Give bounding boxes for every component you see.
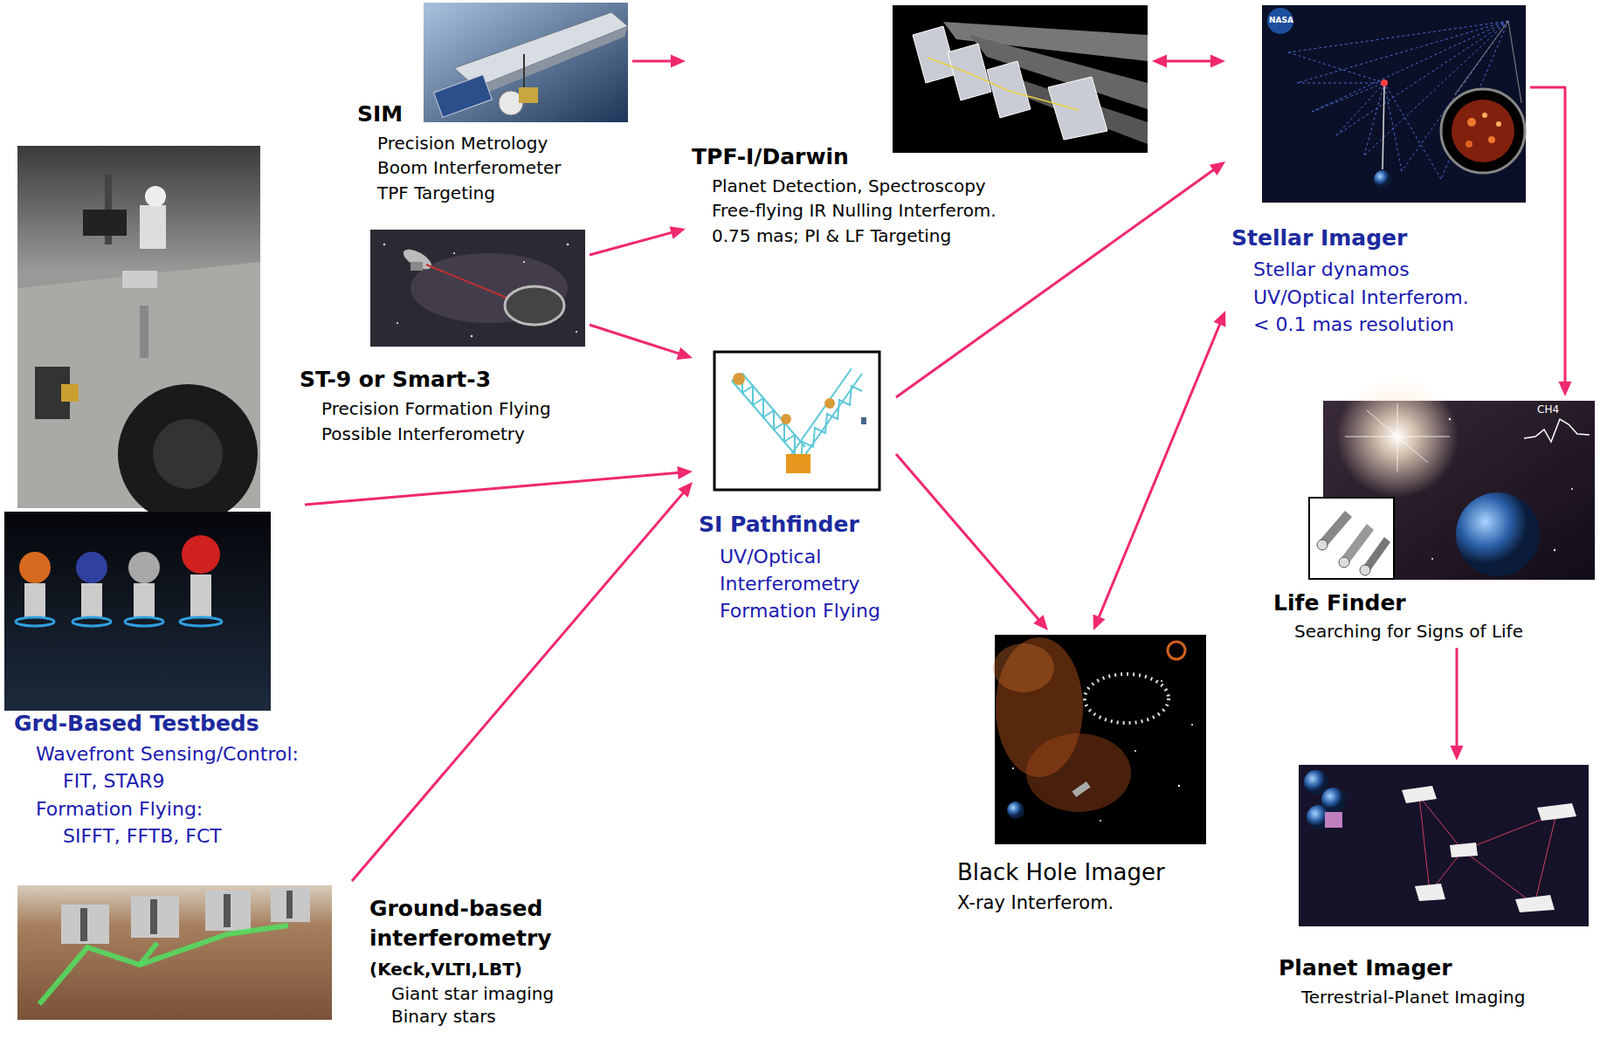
arrow-head xyxy=(676,347,693,360)
arrow-head xyxy=(1558,381,1573,397)
node-caption: FIT, STAR9 xyxy=(62,770,166,794)
node-caption: 0.75 mas; PI & LF Targeting xyxy=(711,225,952,247)
sim-picture xyxy=(423,2,628,123)
node-caption: Stellar dynamos xyxy=(1253,258,1410,282)
ground-interferometer-photo xyxy=(17,885,332,1021)
arrow-head xyxy=(1210,55,1226,69)
node-caption: Formation Flying xyxy=(719,597,881,625)
connector-arrow xyxy=(896,454,1049,631)
node-title: ST-9 or Smart-3 xyxy=(299,366,491,394)
node-title: Life Finder xyxy=(1273,590,1407,617)
picture-label: CH4 xyxy=(1537,404,1559,416)
connector-line xyxy=(589,231,677,256)
node-caption: UV/Optical Interferometry xyxy=(719,543,890,598)
node-title: SIM xyxy=(357,101,403,128)
node-title: Grd-Based Testbeds xyxy=(13,710,260,738)
testbed-lab-photo xyxy=(17,145,261,525)
arrow-head xyxy=(1093,613,1106,631)
mission-node: TPF-I/DarwinPlanet Detection, Spectrosco… xyxy=(689,5,1148,249)
connector-line xyxy=(351,489,688,882)
mission-node: Ground-based interferometry (Keck,VLTI,LB… xyxy=(17,885,599,1029)
mission-node: Life FinderSearching for Signs of Life xyxy=(1271,400,1595,644)
stellar-imager-picture xyxy=(1262,5,1526,203)
connector-line xyxy=(632,60,677,63)
node-caption: Planet Detection, Spectroscopy xyxy=(711,175,987,197)
picture-label: NASA xyxy=(1268,16,1294,26)
node-caption: Terrestrial-Planet Imaging xyxy=(1301,986,1525,1008)
black-hole-picture xyxy=(993,634,1207,845)
st9-picture xyxy=(370,229,586,347)
planet-imager-picture xyxy=(1298,765,1589,927)
node-title: TPF-I/Darwin xyxy=(691,144,849,171)
node-caption: Possible Interferometry xyxy=(321,423,525,445)
connector-arrow xyxy=(1093,310,1227,631)
connector-arrow xyxy=(589,324,693,360)
node-caption: Boom Interferometer xyxy=(377,157,562,179)
connector-line xyxy=(304,472,684,505)
arrow-head xyxy=(670,55,686,69)
connector-arrow xyxy=(589,226,686,256)
node-title: Stellar Imager xyxy=(1231,225,1407,252)
connector-arrow xyxy=(1151,55,1226,69)
node-caption: SIFFT, FFTB, FCT xyxy=(62,825,222,849)
connector-line xyxy=(1530,87,1566,388)
testbed-robots-photo xyxy=(4,511,271,711)
node-caption: < 0.1 mas resolution xyxy=(1253,313,1455,337)
mission-node: ST-9 or Smart-3Precision Formation Flyin… xyxy=(297,229,586,447)
connector-line xyxy=(589,324,684,356)
arrow-head xyxy=(1450,745,1464,761)
connector-line xyxy=(1455,648,1459,752)
connector-line xyxy=(1096,318,1222,623)
tpf-picture xyxy=(892,5,1148,153)
node-caption: Binary stars xyxy=(391,1006,497,1028)
connector-arrow xyxy=(632,55,686,69)
node-title: Ground-based interferometry xyxy=(369,894,597,954)
mission-node: Stellar ImagerStellar dynamosUV/Optical … xyxy=(1229,5,1526,338)
life-finder-picture xyxy=(1309,375,1595,580)
node-caption: Formation Flying: xyxy=(35,798,203,821)
arrow-head xyxy=(676,466,693,480)
mission-node: Grd-Based TestbedsWavefront Sensing/Cont… xyxy=(4,145,301,850)
arrow-head xyxy=(1209,161,1226,176)
arrow-head xyxy=(669,226,686,239)
node-title: Black Hole Imager xyxy=(957,859,1166,887)
node-caption: (Keck,VLTI,LBT) xyxy=(369,958,523,980)
node-caption: TPF Targeting xyxy=(377,182,496,204)
connector-arrow xyxy=(1450,648,1464,761)
node-caption: Giant star imaging xyxy=(391,983,554,1005)
node-caption: Precision Metrology xyxy=(377,132,548,154)
connector-arrow xyxy=(1530,87,1573,397)
mission-node: SI PathfinderUV/Optical InterferometryFo… xyxy=(696,351,892,654)
node-title: SI Pathfinder xyxy=(698,511,860,538)
node-caption: Free-flying IR Nulling Interferom. xyxy=(711,200,997,221)
connector-arrow xyxy=(896,161,1226,398)
mission-node: SIM Precision MetrologyBoom Interferomete… xyxy=(355,2,628,206)
node-caption: UV/Optical Interferom. xyxy=(1253,286,1469,310)
si-pathfinder-picture xyxy=(714,351,880,490)
node-caption: Searching for Signs of Life xyxy=(1294,620,1524,642)
connector-line xyxy=(1160,60,1217,63)
arrow-head xyxy=(677,482,693,498)
node-caption: Wavefront Sensing/Control: xyxy=(35,743,299,766)
connector-arrow xyxy=(351,482,693,882)
node-caption: Precision Formation Flying xyxy=(321,398,552,420)
mission-node: Planet ImagerTerrestrial-Planet Imaging xyxy=(1276,765,1589,1010)
node-caption: X-ray Interferom. xyxy=(957,892,1114,915)
arrow-head xyxy=(1151,55,1167,69)
connector-arrow xyxy=(304,466,693,505)
mission-node: Black Hole ImagerX-ray Interferom. xyxy=(955,634,1207,917)
node-title: Planet Imager xyxy=(1278,955,1453,982)
arrow-head xyxy=(1213,310,1227,328)
connector-line xyxy=(896,454,1042,624)
arrow-head xyxy=(1033,614,1049,631)
